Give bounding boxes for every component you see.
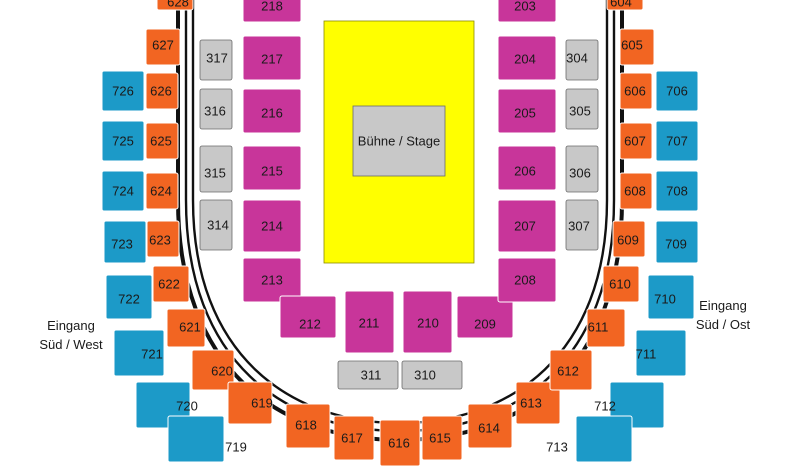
section-626[interactable]: [145, 72, 179, 110]
section-304[interactable]: [565, 39, 599, 81]
entrance-sued-west: Eingang Süd / West: [34, 316, 108, 354]
section-724[interactable]: [101, 170, 145, 212]
section-306[interactable]: [565, 145, 599, 193]
section-317[interactable]: [199, 39, 233, 81]
section-719[interactable]: [167, 415, 225, 463]
section-619[interactable]: [227, 381, 273, 425]
section-623[interactable]: [146, 220, 180, 258]
section-614[interactable]: [467, 403, 513, 449]
section-209[interactable]: [456, 295, 514, 339]
section-205[interactable]: [497, 88, 557, 134]
section-218[interactable]: [242, 0, 302, 23]
entrance-east-line2: Süd / Ost: [695, 317, 751, 332]
section-label-713: 713: [546, 440, 568, 455]
section-214[interactable]: [242, 199, 302, 253]
section-721[interactable]: [113, 329, 165, 377]
section-212[interactable]: [279, 295, 337, 339]
section-210[interactable]: [402, 290, 453, 354]
section-615[interactable]: [421, 415, 463, 461]
section-217[interactable]: [242, 35, 302, 81]
section-711[interactable]: [635, 329, 687, 377]
entrance-west-line2: Süd / West: [39, 337, 103, 352]
sections-layer: [101, 0, 699, 467]
section-608[interactable]: [619, 172, 653, 210]
section-311[interactable]: [337, 360, 399, 390]
section-613[interactable]: [515, 381, 561, 425]
section-203[interactable]: [497, 0, 557, 23]
entrance-west-line1: Eingang: [47, 318, 95, 333]
floor-area[interactable]: [323, 20, 475, 264]
section-315[interactable]: [199, 145, 233, 193]
section-709[interactable]: [655, 220, 699, 264]
section-627[interactable]: [145, 28, 181, 66]
section-label-719: 719: [225, 440, 247, 455]
section-707[interactable]: [655, 120, 699, 162]
stage[interactable]: [352, 105, 446, 177]
section-617[interactable]: [333, 415, 375, 461]
section-612[interactable]: [549, 349, 593, 391]
section-710[interactable]: [647, 274, 695, 320]
section-621[interactable]: [166, 308, 206, 348]
section-310[interactable]: [401, 360, 463, 390]
section-305[interactable]: [565, 88, 599, 130]
section-316[interactable]: [199, 88, 233, 130]
section-211[interactable]: [344, 290, 395, 354]
section-722[interactable]: [105, 274, 153, 320]
section-624[interactable]: [145, 172, 179, 210]
section-628[interactable]: [156, 0, 194, 11]
section-713[interactable]: [575, 415, 633, 463]
section-726[interactable]: [101, 70, 145, 112]
section-208[interactable]: [497, 257, 557, 303]
section-314[interactable]: [199, 199, 233, 251]
section-610[interactable]: [602, 265, 640, 303]
section-604[interactable]: [606, 0, 644, 11]
section-723[interactable]: [103, 220, 147, 264]
section-605[interactable]: [619, 28, 655, 66]
section-606[interactable]: [619, 72, 653, 110]
section-622[interactable]: [152, 265, 190, 303]
section-611[interactable]: [586, 308, 626, 348]
floor-and-stage: Bühne / Stage: [323, 20, 475, 264]
section-206[interactable]: [497, 145, 557, 191]
section-204[interactable]: [497, 35, 557, 81]
section-618[interactable]: [285, 403, 331, 449]
section-625[interactable]: [145, 122, 179, 160]
section-616[interactable]: [379, 419, 421, 467]
entrance-east-line1: Eingang: [699, 298, 747, 313]
section-708[interactable]: [655, 170, 699, 212]
section-620[interactable]: [191, 349, 235, 391]
section-609[interactable]: [612, 220, 646, 258]
section-307[interactable]: [565, 199, 599, 251]
entrance-sued-ost: Eingang Süd / Ost: [690, 296, 756, 334]
section-706[interactable]: [655, 70, 699, 112]
section-725[interactable]: [101, 120, 145, 162]
section-213[interactable]: [242, 257, 302, 303]
section-207[interactable]: [497, 199, 557, 253]
section-216[interactable]: [242, 88, 302, 134]
section-215[interactable]: [242, 145, 302, 191]
section-607[interactable]: [619, 122, 653, 160]
